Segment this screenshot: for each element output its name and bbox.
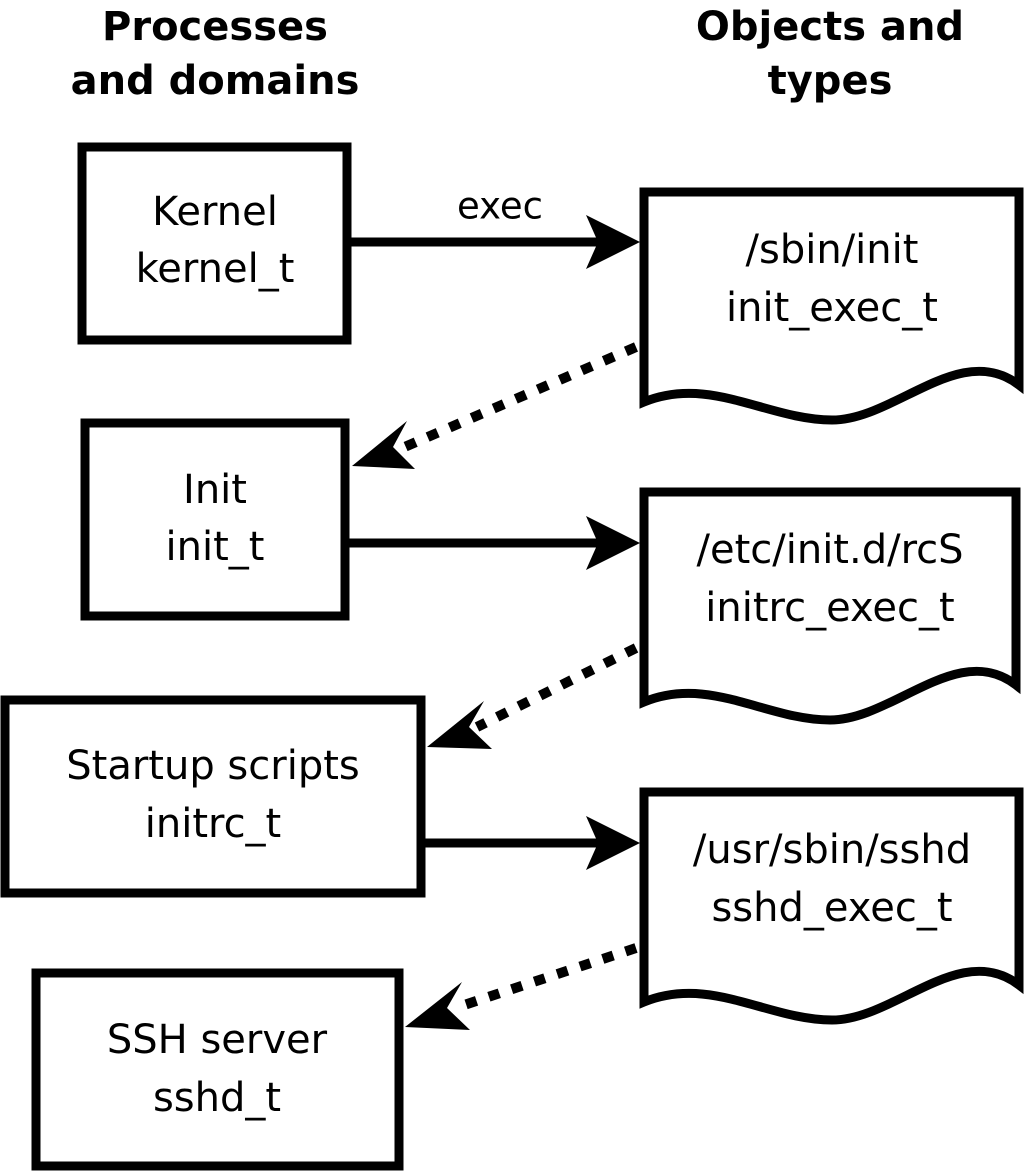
node-init-line1: Init [183,467,247,513]
node-initrc-exec[interactable]: /etc/init.d/rcS initrc_exec_t [639,487,1021,725]
node-sshd-box[interactable] [31,968,404,1171]
node-init[interactable]: Init init_t [80,418,350,621]
edge-sshd-exec-to-sshd [405,943,638,1030]
node-init-box[interactable] [80,418,350,621]
node-init-exec-line2: init_exec_t [726,285,938,331]
node-kernel[interactable]: Kernel kernel_t [77,142,352,345]
node-kernel-box[interactable] [77,142,352,345]
node-sshd[interactable]: SSH server sshd_t [31,968,404,1171]
node-sshd-exec[interactable]: /usr/sbin/sshd sshd_exec_t [639,787,1024,1025]
edge-init-to-initrc-exec-arrowhead [586,516,640,570]
node-kernel-line1: Kernel [152,189,278,235]
node-initrc[interactable]: Startup scripts initrc_t [0,695,426,898]
node-sshd-exec-line1: /usr/sbin/sshd [693,827,971,873]
node-init-exec-line1: /sbin/init [746,227,919,273]
edge-init-to-initrc-exec [348,516,640,570]
edge-initrc-exec-to-initrc-line [474,643,639,732]
node-initrc-exec-document-shape[interactable] [639,487,1021,725]
node-sshd-exec-document-shape[interactable] [639,787,1024,1025]
edge-kernel-to-init-exec: exec [350,185,640,269]
edge-kernel-to-init-exec-arrowhead [586,215,640,269]
node-sshd-exec-line2: sshd_exec_t [711,885,952,931]
edge-sshd-exec-to-sshd-line [453,943,638,1013]
column-header-processes-line1: Processes [102,4,328,50]
column-header-objects-line2: types [768,58,893,104]
edge-init-exec-to-init [352,342,638,469]
edge-init-exec-to-init-arrowhead [352,421,415,469]
node-initrc-line2: initrc_t [145,801,282,847]
edge-initrc-exec-to-initrc [427,643,639,749]
node-init-exec-document-shape[interactable] [639,187,1024,425]
edge-initrc-to-sshd-exec [425,816,640,870]
node-init-line2: init_t [166,524,265,570]
edge-sshd-exec-to-sshd-arrowhead [405,982,470,1030]
column-header-processes: Processes and domains [71,4,360,104]
column-header-objects-line1: Objects and [696,4,964,50]
edge-initrc-exec-to-initrc-arrowhead [427,701,492,749]
edge-label-exec: exec [457,185,543,228]
node-init-exec[interactable]: /sbin/init init_exec_t [639,187,1024,425]
column-header-objects: Objects and types [696,4,964,104]
node-initrc-exec-line1: /etc/init.d/rcS [696,527,963,573]
node-kernel-line2: kernel_t [136,246,295,292]
node-sshd-line2: sshd_t [153,1075,281,1121]
node-sshd-line1: SSH server [107,1017,328,1063]
edge-initrc-to-sshd-exec-arrowhead [586,816,640,870]
column-header-processes-line2: and domains [71,58,360,104]
node-initrc-line1: Startup scripts [66,743,359,789]
node-initrc-exec-line2: initrc_exec_t [705,585,954,631]
edge-init-exec-to-init-line [398,342,638,454]
node-initrc-box[interactable] [0,695,426,898]
